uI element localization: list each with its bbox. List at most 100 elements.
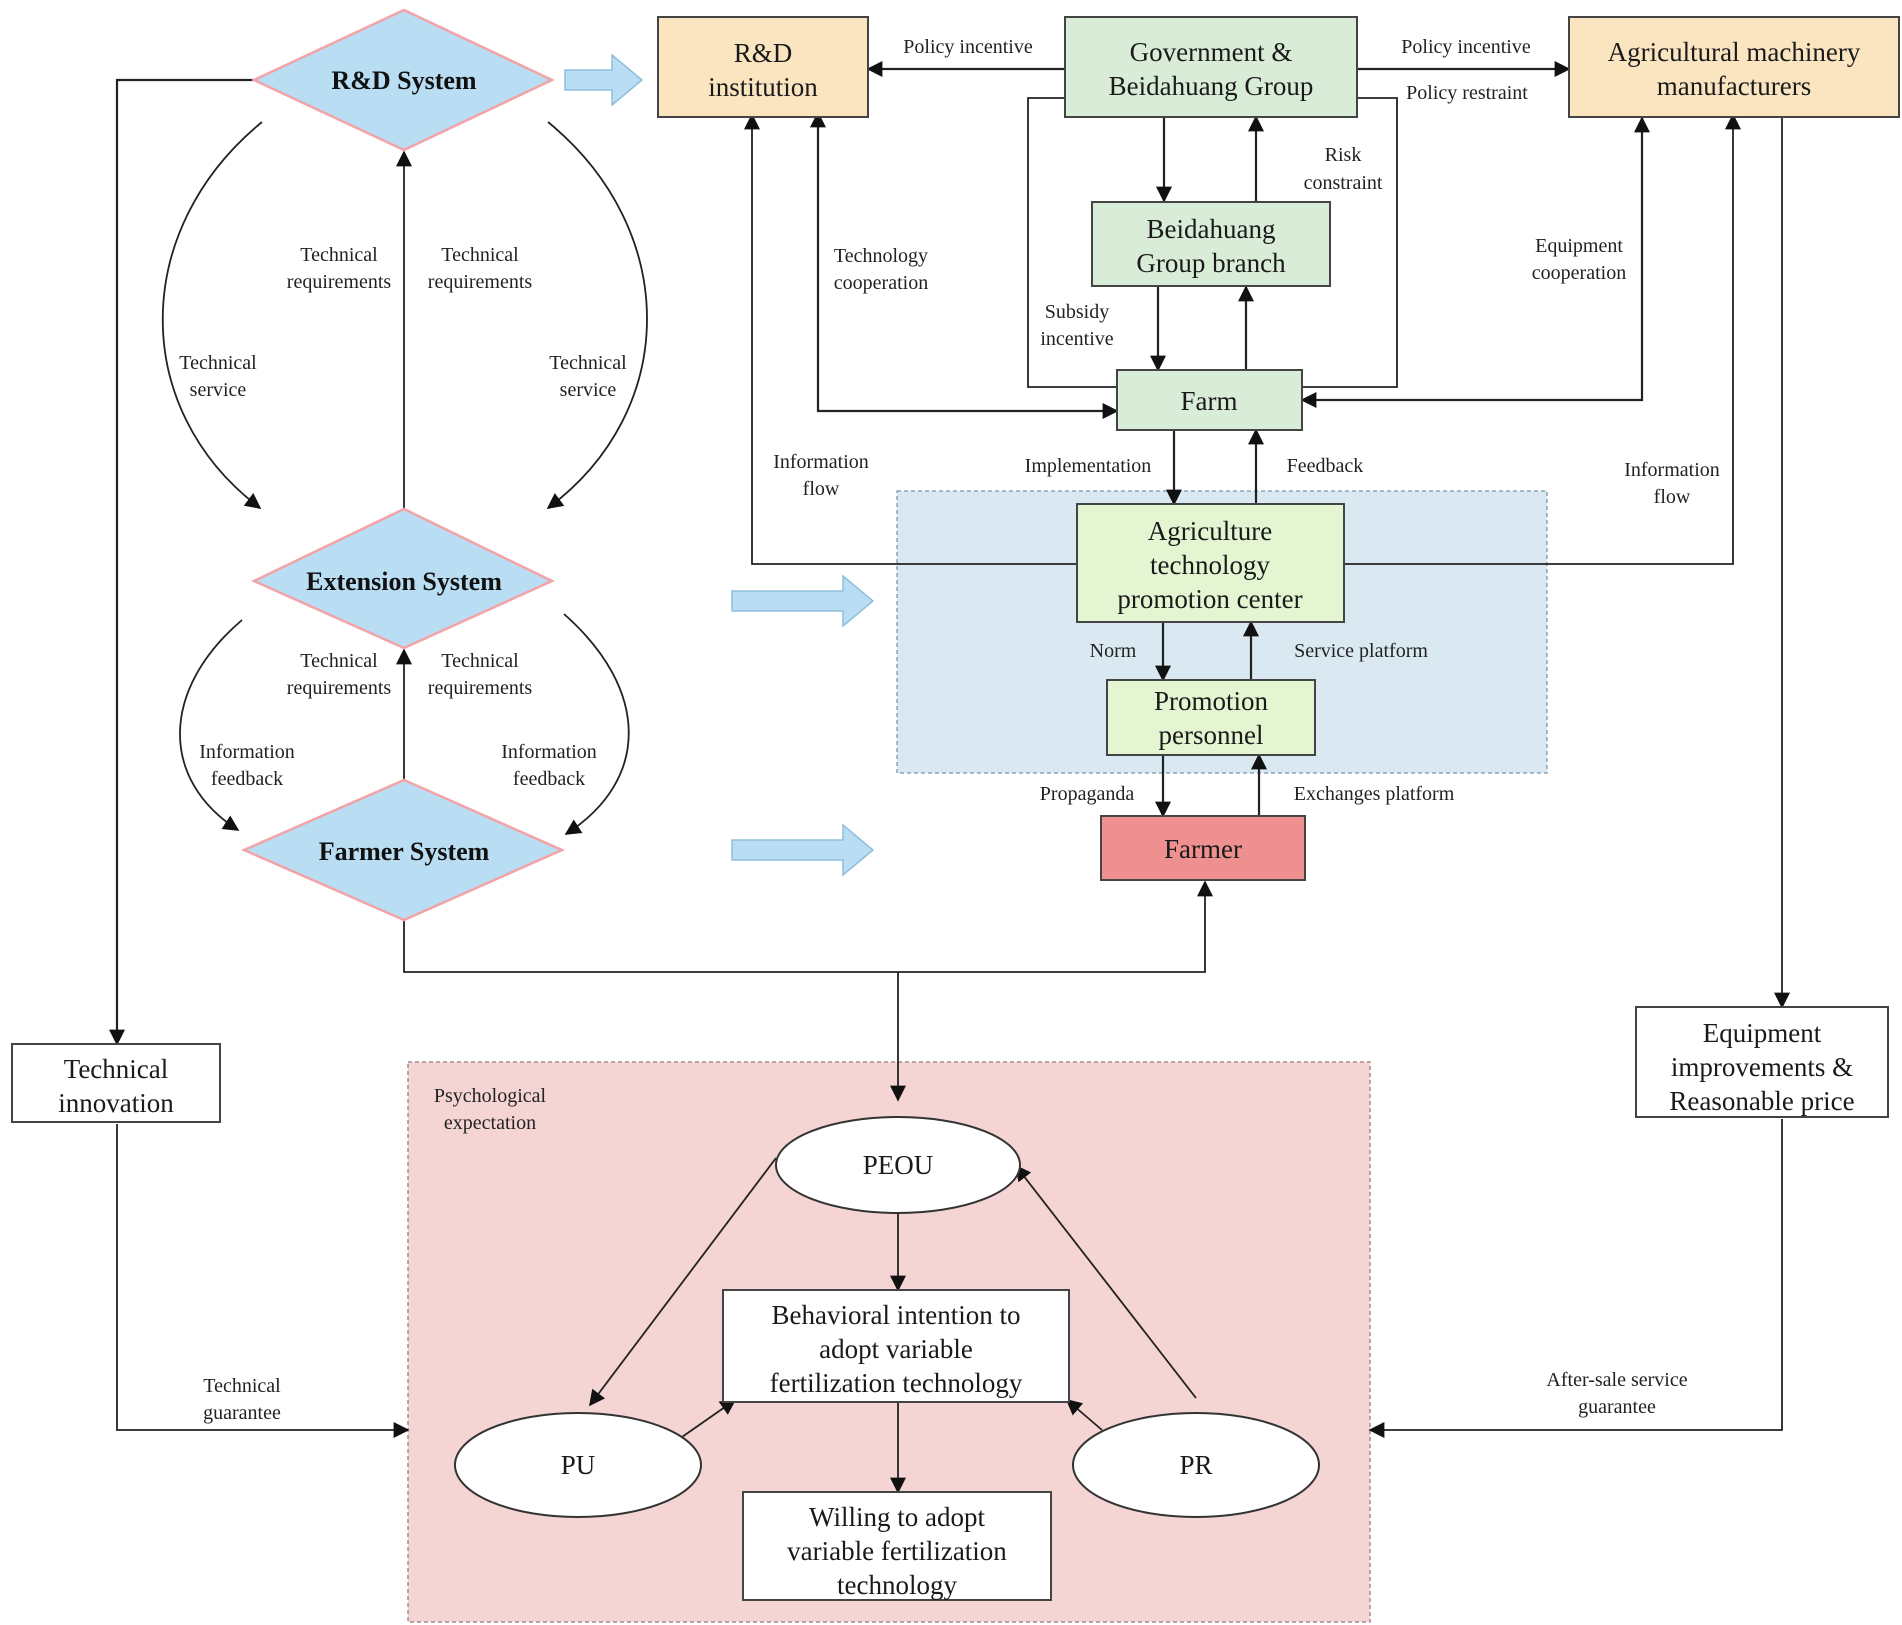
equipment-line-1: Equipment — [1703, 1018, 1822, 1048]
label-info-feedback-left-1: Information — [199, 741, 295, 763]
equipment-line-2: improvements & — [1671, 1052, 1853, 1082]
manufacturers-line-2: manufacturers — [1657, 71, 1811, 101]
label-tech-req-1b: requirements — [287, 271, 392, 293]
label-info-flow-right-2: flow — [1654, 486, 1691, 508]
government-line-2: Beidahuang Group — [1109, 71, 1314, 101]
willing-line-2: variable fertilization — [787, 1536, 1007, 1566]
label-equip-coop-2: cooperation — [1532, 262, 1626, 284]
label-risk-constraint-1: Risk — [1325, 144, 1362, 166]
label-psych-1: Psychological — [434, 1085, 547, 1107]
label-implementation: Implementation — [1025, 455, 1152, 477]
center-line-1: Agriculture — [1148, 516, 1272, 546]
label-after-sale-2: guarantee — [1578, 1396, 1656, 1418]
farmer-system-label: Farmer System — [319, 837, 490, 866]
label-info-feedback-right-1: Information — [501, 741, 597, 763]
tech-innovation-line-1: Technical — [64, 1054, 169, 1084]
label-info-feedback-left-2: feedback — [211, 768, 283, 790]
label-psych-2: expectation — [444, 1112, 536, 1134]
label-tech-service-left-1: Technical — [179, 352, 257, 374]
block-arrows — [564, 53, 875, 877]
label-info-feedback-right-2: feedback — [513, 768, 585, 790]
label-service-platform: Service platform — [1294, 640, 1428, 662]
pu-label: PU — [561, 1450, 596, 1480]
rd-institution-line-2: institution — [708, 72, 818, 102]
block-arrow-rd — [564, 53, 644, 107]
svg-text:Government &Beidahuang Group: Government & Beidahuang Group — [1109, 37, 1314, 101]
label-norm: Norm — [1090, 640, 1137, 662]
promotion-personnel-node: Promotion personnel — [1106, 679, 1316, 756]
label-tech-req-4a: Technical — [441, 650, 519, 672]
pr-node: PR — [1072, 1412, 1320, 1518]
label-tech-req-3b: requirements — [287, 677, 392, 699]
equipment-node: Equipment improvements & Reasonable price — [1635, 1006, 1889, 1118]
label-info-flow-left-2: flow — [803, 478, 840, 500]
equipment-line-3: Reasonable price — [1669, 1086, 1854, 1116]
willing-line-3: technology — [837, 1570, 957, 1600]
label-tech-req-2a: Technical — [441, 244, 519, 266]
label-tech-service-right-1: Technical — [549, 352, 627, 374]
intention-line-3: fertilization technology — [770, 1368, 1023, 1398]
connectors — [109, 61, 1790, 1494]
personnel-line-1: Promotion — [1154, 686, 1269, 716]
farmer-system-node: Farmer System — [240, 778, 566, 922]
technical-innovation-node: Technical innovation — [11, 1043, 221, 1123]
personnel-line-2: personnel — [1159, 720, 1264, 750]
pu-node: PU — [454, 1412, 702, 1518]
label-propaganda: Propaganda — [1040, 783, 1135, 805]
government-line-1: Government & — [1130, 37, 1293, 67]
label-tech-req-4b: requirements — [428, 677, 533, 699]
peou-label: PEOU — [863, 1150, 934, 1180]
extension-system-label: Extension System — [306, 567, 502, 596]
label-tech-guarantee-1: Technical — [203, 1375, 281, 1397]
label-policy-incentive-left: Policy incentive — [903, 36, 1033, 58]
label-tech-service-left-2: service — [190, 379, 247, 401]
government-node: Government & Beidahuang Group — [1064, 16, 1358, 118]
center-line-3: promotion center — [1117, 584, 1302, 614]
farmer-label: Farmer — [1164, 834, 1242, 864]
branch-line-2: Group branch — [1136, 248, 1286, 278]
rd-system-label: R&D System — [331, 66, 476, 95]
block-arrow-farmer — [731, 823, 875, 877]
block-arrow-extension — [731, 574, 875, 628]
label-subsidy-incentive-2: incentive — [1040, 328, 1113, 350]
label-exchanges-platform: Exchanges platform — [1294, 783, 1455, 805]
edge-labels: Policy incentive Policy incentive Policy… — [179, 36, 1719, 1424]
extension-system-node: Extension System — [251, 507, 555, 650]
label-tech-guarantee-2: guarantee — [203, 1402, 281, 1424]
tech-innovation-line-2: innovation — [58, 1088, 174, 1118]
label-policy-incentive-right: Policy incentive — [1401, 36, 1531, 58]
center-line-2: technology — [1150, 550, 1270, 580]
label-equip-coop-1: Equipment — [1535, 235, 1623, 257]
promotion-center-node: Agriculture technology promotion center — [1076, 503, 1345, 623]
label-tech-coop-2: cooperation — [834, 272, 928, 294]
